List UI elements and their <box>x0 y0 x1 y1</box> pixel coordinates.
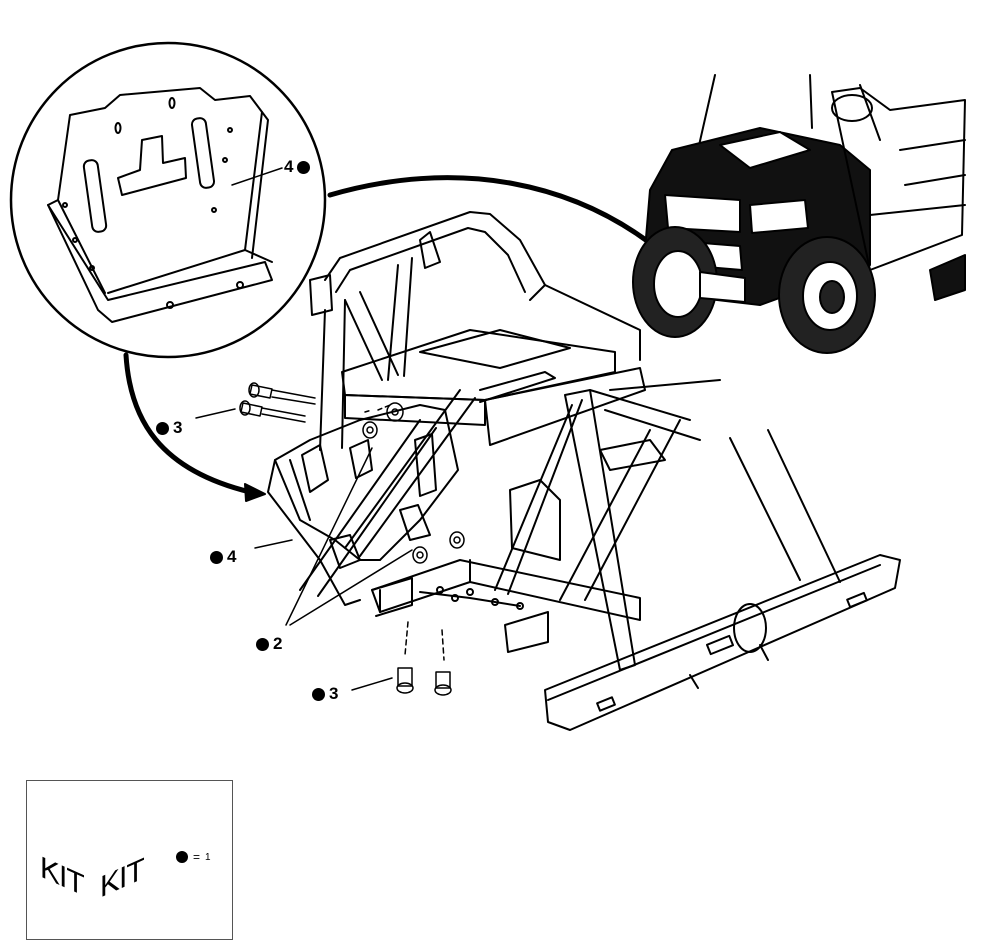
bolts-lower <box>396 621 452 696</box>
kit-dot-icon <box>176 851 188 863</box>
legend-equals: = <box>193 850 201 864</box>
detail-inset <box>9 41 327 359</box>
kit-legend-box <box>26 780 233 940</box>
kit-dot-icon <box>297 160 311 174</box>
callout-2: 2 <box>256 634 282 654</box>
kit-dot-icon <box>156 421 169 435</box>
frame-assembly <box>267 211 901 731</box>
callout-3-upper: 3 <box>156 418 182 438</box>
callout-4-lower: 4 <box>210 547 236 567</box>
callout-3-lower: 3 <box>312 684 338 704</box>
kit-dot-icon <box>312 687 325 701</box>
bolts-upper <box>239 382 391 423</box>
vehicle-illustration <box>632 74 966 354</box>
kit-dot-icon <box>210 550 223 564</box>
skid-plate-detail <box>47 87 273 323</box>
legend-quantity: 1 <box>205 851 211 863</box>
nuts-lower <box>412 531 465 564</box>
leader-lines <box>195 408 413 691</box>
kit-dot-icon <box>256 637 269 651</box>
callout-4-top: 4 <box>284 157 311 177</box>
kit-quantity-legend: = 1 <box>176 850 211 864</box>
nuts-upper <box>362 402 404 439</box>
